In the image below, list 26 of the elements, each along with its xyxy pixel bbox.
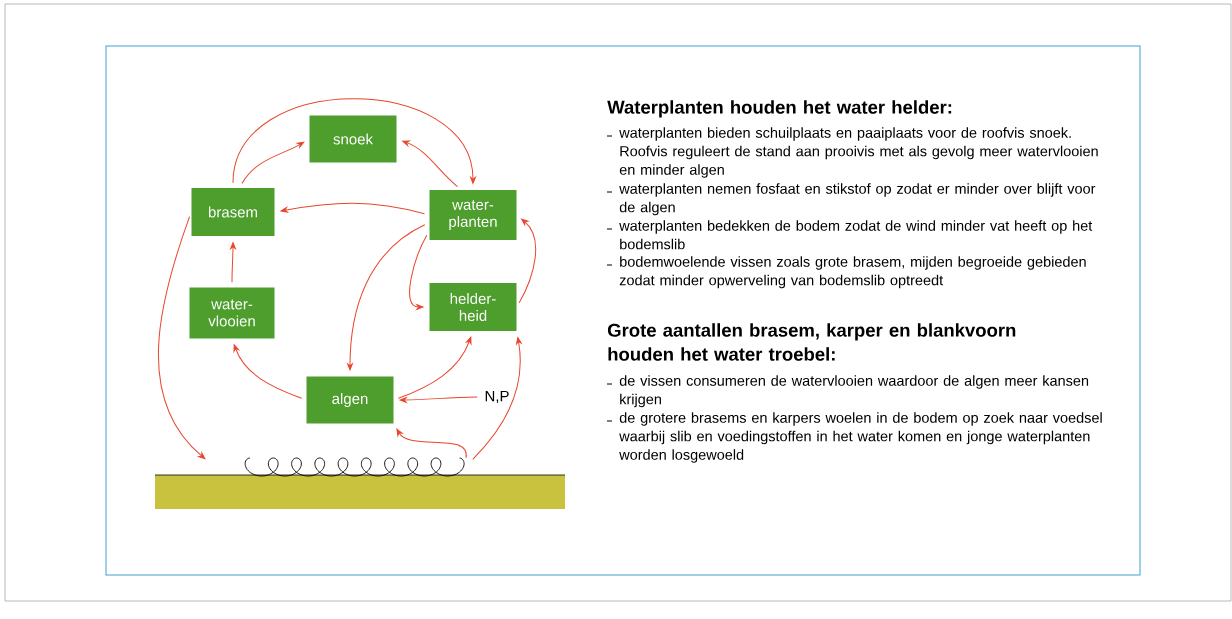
process-box: snoek — [309, 115, 397, 163]
sediment-drawing — [154, 457, 566, 509]
bullet-text: de grotere brasems en karpers woelen in de bodem op zoek naar voedsel waarbij slib en voedingstoffen in het water komen en jonge waterplanten worden losgewoeld — [619, 412, 1102, 463]
process-box: helder- heid — [429, 283, 517, 331]
process-box: water- vlooien — [189, 287, 275, 339]
nutrient-label: N,P — [485, 390, 509, 404]
process-box: water- planten — [429, 190, 517, 240]
arrow — [233, 344, 303, 399]
process-box: algen — [306, 376, 394, 424]
arrow — [396, 428, 467, 459]
arrow — [402, 140, 458, 188]
arrow — [518, 218, 537, 304]
arrow — [409, 234, 428, 310]
arrow — [347, 224, 426, 371]
arrow — [230, 242, 236, 283]
arrow — [280, 202, 425, 215]
process-box: brasem — [191, 188, 275, 236]
section-heading: Grote aantallen brasem, karper en blankvoorn houden het water troebel: — [607, 323, 1016, 361]
arrow — [397, 336, 472, 399]
arrow — [241, 141, 305, 184]
arrow — [158, 216, 206, 460]
arrow — [472, 337, 522, 460]
arrow — [399, 396, 478, 403]
bullet-text: bodemwoelende vissen zoals grote brasem, mijden begroeide gebieden zodat minder opwerveling van bodemslib optreedt — [619, 256, 1086, 289]
section-heading: Waterplanten houden het water helder: — [607, 100, 952, 118]
arrow — [232, 98, 476, 184]
